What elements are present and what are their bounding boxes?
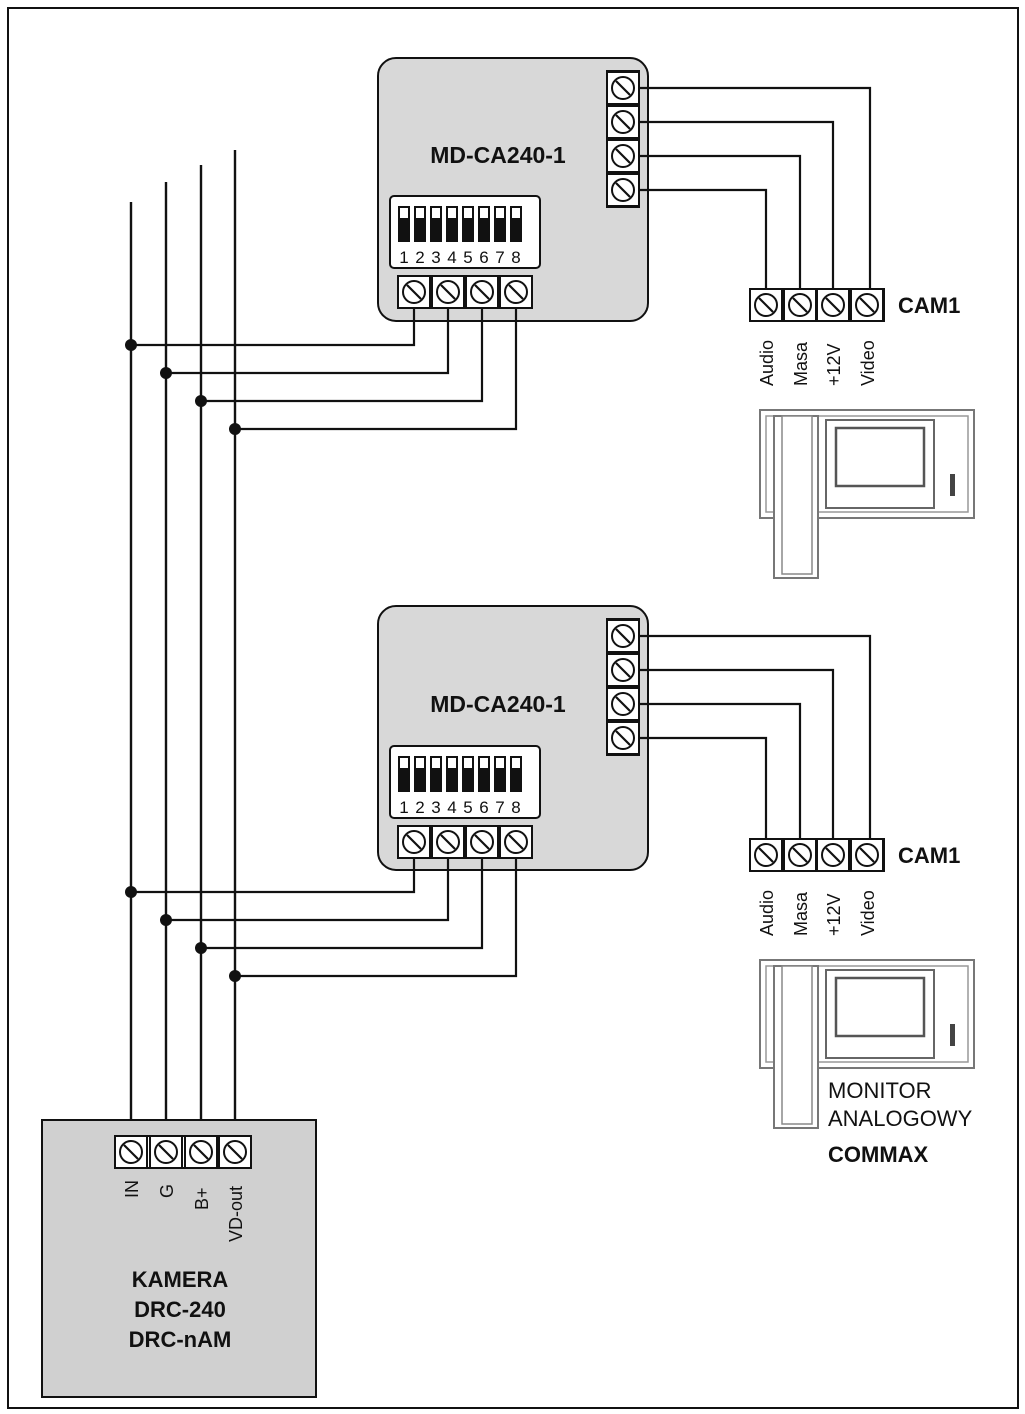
pin-label-bplus: B+ <box>192 1187 212 1210</box>
dip-number: 8 <box>511 798 520 817</box>
screw-terminal-icon <box>782 287 818 323</box>
module-1-cam-wires <box>639 86 872 289</box>
dip-number: 4 <box>447 248 456 267</box>
screw-terminal-icon <box>605 720 641 756</box>
monitor-brand: COMMAX <box>828 1142 929 1167</box>
junction-dot-icon <box>125 339 241 435</box>
screw-terminal-icon <box>605 686 641 722</box>
screw-terminal-icon <box>396 824 432 860</box>
screw-terminal-icon <box>498 824 534 860</box>
screw-terminal-icon <box>748 837 784 873</box>
dip-number: 6 <box>479 248 488 267</box>
screw-terminal-icon <box>605 70 641 106</box>
screw-terminal-icon <box>498 274 534 310</box>
pin-label-masa: Masa <box>791 891 811 936</box>
dip-number: 6 <box>479 798 488 817</box>
junction-dot-icon <box>125 886 241 982</box>
screw-terminal-icon <box>849 837 885 873</box>
module-2-bus-wires <box>125 858 518 982</box>
screw-terminal-icon <box>605 138 641 174</box>
screw-terminal-icon <box>183 1134 219 1170</box>
pin-label-video: Video <box>858 890 878 936</box>
pin-label-g: G <box>157 1184 177 1198</box>
dip-number: 4 <box>447 798 456 817</box>
module-2-label: MD-CA240-1 <box>430 691 566 717</box>
dip-number: 5 <box>463 248 472 267</box>
screw-terminal-icon <box>464 824 500 860</box>
screw-terminal-icon <box>217 1134 253 1170</box>
screw-terminal-icon <box>605 618 641 654</box>
screw-terminal-icon <box>605 172 641 208</box>
screw-terminal-icon <box>148 1134 184 1170</box>
camera-box: IN G B+ VD-out KAMERA DRC-240 DRC-nAM <box>41 1119 317 1398</box>
camera-line2: DRC-240 <box>134 1297 226 1322</box>
pin-label-12v: +12V <box>824 343 844 386</box>
screw-terminal-icon <box>782 837 818 873</box>
dip-switch-icon: 1 2 3 4 5 6 7 8 <box>389 195 541 269</box>
monitor-line2: ANALOGOWY <box>828 1106 973 1131</box>
dip-number: 7 <box>495 248 504 267</box>
dip-number: 3 <box>431 798 440 817</box>
cam-label: CAM1 <box>898 843 960 868</box>
screw-terminal-icon <box>113 1134 149 1170</box>
screw-terminal-icon <box>849 287 885 323</box>
screw-terminal-icon <box>815 287 851 323</box>
monitor-line1: MONITOR <box>828 1078 931 1103</box>
page-border <box>7 7 1019 1409</box>
dip-number: 2 <box>415 798 424 817</box>
intercom-monitor-icon <box>758 408 976 580</box>
screw-terminal-icon <box>396 274 432 310</box>
cam-label: CAM1 <box>898 293 960 318</box>
screw-terminal-icon <box>748 287 784 323</box>
camera-line3: DRC-nAM <box>129 1327 232 1352</box>
cam-block-2: CAM1 Audio Masa +12V Video <box>748 837 960 936</box>
pin-label-audio: Audio <box>757 340 777 386</box>
pin-label-12v: +12V <box>824 893 844 936</box>
screw-terminal-icon <box>605 104 641 140</box>
dip-number: 2 <box>415 248 424 267</box>
module-2: MD-CA240-1 1 2 3 4 5 6 7 8 <box>377 605 649 871</box>
bus-lines <box>129 150 237 1140</box>
camera-line1: KAMERA <box>132 1267 229 1292</box>
dip-number: 8 <box>511 248 520 267</box>
dip-number: 7 <box>495 798 504 817</box>
dip-number: 5 <box>463 798 472 817</box>
screw-terminal-icon <box>430 274 466 310</box>
screw-terminal-icon <box>605 652 641 688</box>
dip-switch-icon: 1 2 3 4 5 6 7 8 <box>389 745 541 819</box>
pin-label-video: Video <box>858 340 878 386</box>
pin-label-masa: Masa <box>791 341 811 386</box>
cam-block-1: CAM1 Audio Masa +12V Video <box>748 287 960 386</box>
dip-number: 1 <box>399 248 408 267</box>
module-2-cam-wires <box>639 634 872 839</box>
dip-number: 3 <box>431 248 440 267</box>
screw-terminal-icon <box>464 274 500 310</box>
module-1-bus-wires <box>125 308 518 435</box>
pin-label-in: IN <box>122 1180 142 1198</box>
screw-terminal-icon <box>430 824 466 860</box>
dip-number: 1 <box>399 798 408 817</box>
pin-label-audio: Audio <box>757 890 777 936</box>
screw-terminal-icon <box>815 837 851 873</box>
module-1: MD-CA240-1 1 2 3 4 5 6 <box>377 57 649 322</box>
pin-label-vdout: VD-out <box>226 1186 246 1242</box>
module-1-label: MD-CA240-1 <box>430 142 566 168</box>
